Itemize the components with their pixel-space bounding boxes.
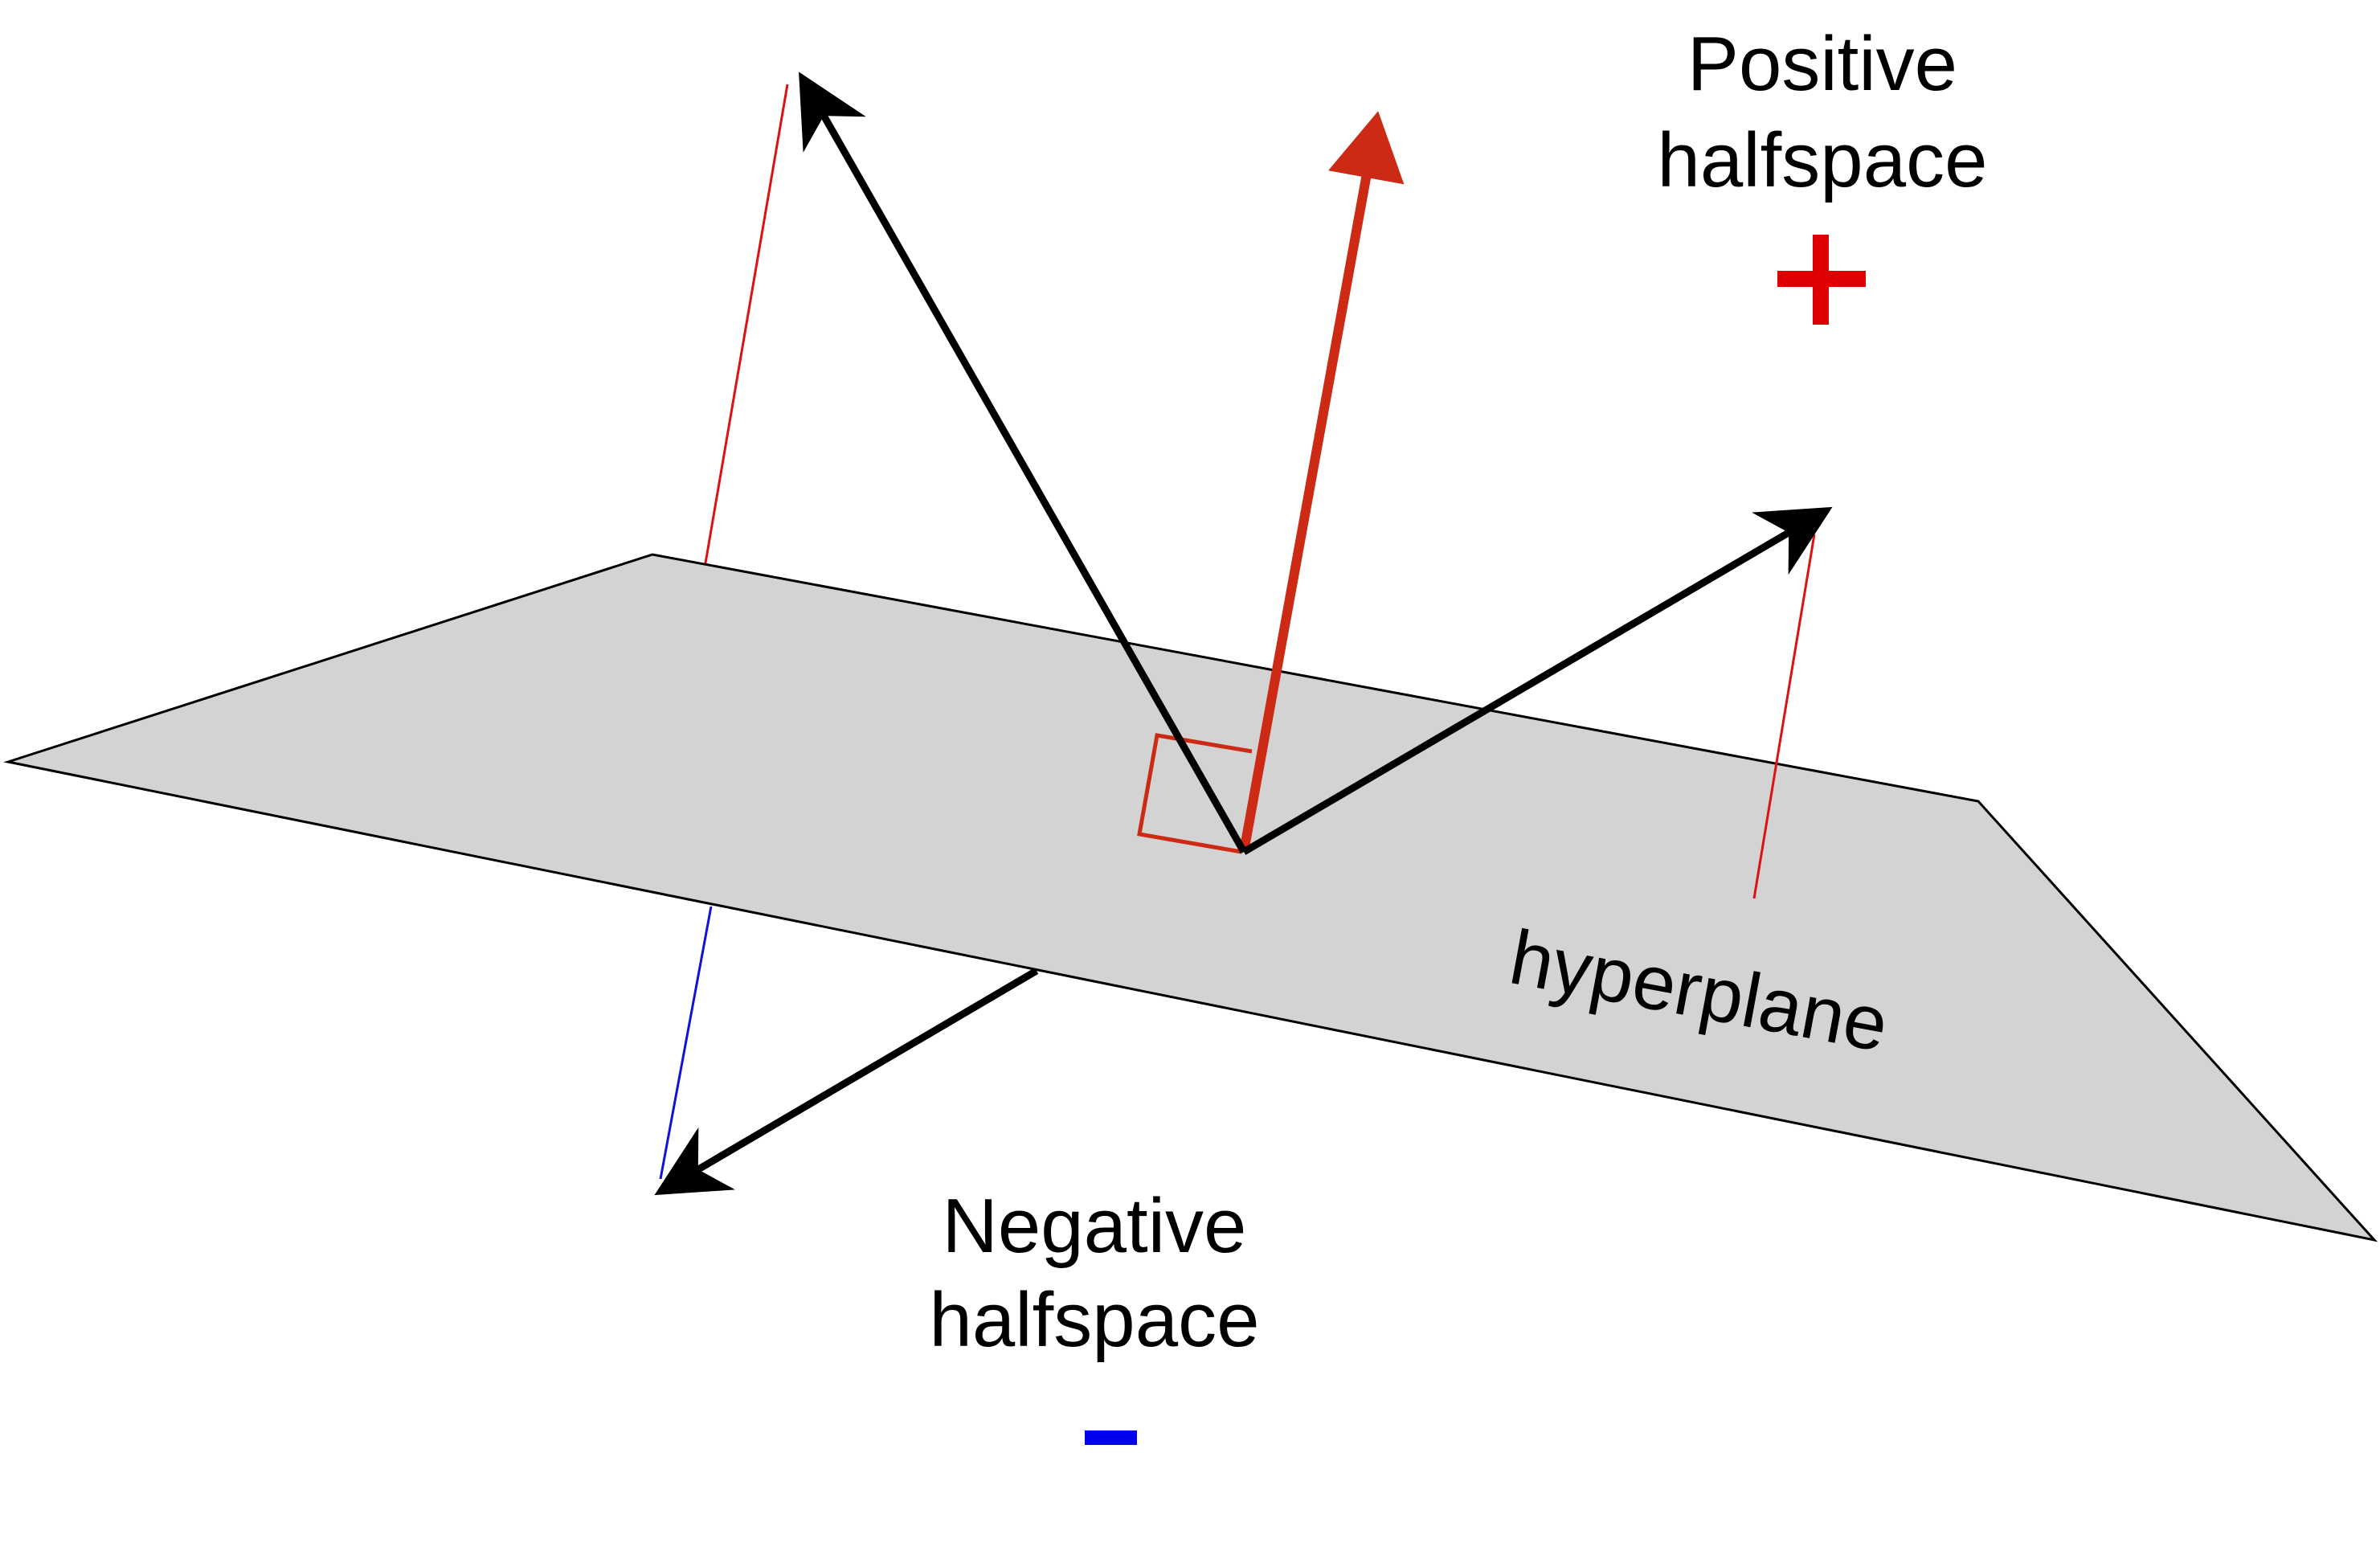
projection-line-negative bbox=[659, 906, 713, 1180]
projection-line-positive-right bbox=[1752, 534, 1816, 899]
plus-icon bbox=[1777, 235, 1866, 325]
right-angle-icon bbox=[1137, 733, 1253, 854]
vector-negative bbox=[654, 968, 1039, 1196]
positive-halfspace-label-line1: Positive bbox=[1687, 21, 1957, 107]
positive-halfspace-label-line2: halfspace bbox=[1658, 117, 1988, 203]
negative-halfspace-label-line1: Negative bbox=[943, 1183, 1247, 1269]
normal-vector bbox=[1239, 111, 1405, 853]
vector-positive-left bbox=[799, 72, 1247, 854]
negative-halfspace-label-line2: halfspace bbox=[930, 1277, 1260, 1363]
vector-positive-right bbox=[1241, 506, 1833, 855]
minus-icon bbox=[1085, 1430, 1137, 1445]
hyperplane-surface bbox=[3, 553, 2378, 1242]
